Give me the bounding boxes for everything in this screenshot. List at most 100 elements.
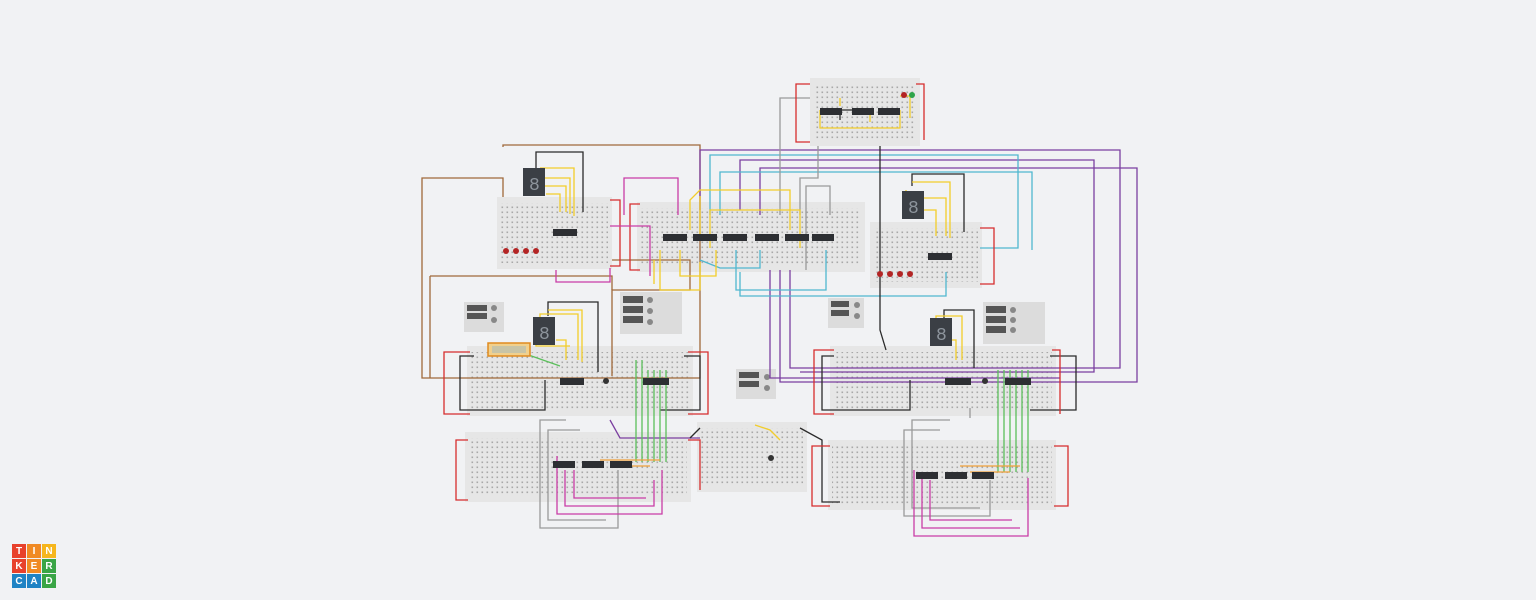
wire-red[interactable] [629, 203, 640, 271]
wire-black[interactable] [535, 151, 584, 212]
wire-black[interactable] [459, 355, 546, 411]
wire-black[interactable] [1030, 355, 1077, 411]
ic-chip[interactable] [755, 234, 779, 241]
ic-chip[interactable] [560, 378, 584, 385]
seven-segment-display-4[interactable]: 8 [930, 318, 952, 346]
wire-magenta[interactable] [564, 470, 655, 507]
led[interactable] [523, 248, 529, 254]
led[interactable] [907, 271, 913, 277]
wire-black[interactable] [879, 146, 887, 351]
wire-gray[interactable] [805, 185, 831, 270]
ic-chip[interactable] [785, 234, 809, 241]
wire-cyan[interactable] [719, 171, 1033, 250]
wire-black[interactable] [799, 427, 840, 503]
wire-red[interactable] [455, 439, 468, 501]
ic-chip[interactable] [820, 108, 842, 115]
wire-red[interactable] [610, 199, 621, 267]
wire-black[interactable] [821, 355, 911, 411]
function-generator-4[interactable] [736, 369, 776, 399]
ic-chip[interactable] [553, 229, 577, 236]
wire-red[interactable] [795, 83, 810, 143]
ic-chip[interactable] [1005, 378, 1031, 385]
wire-cyan[interactable] [735, 250, 827, 291]
led[interactable] [887, 271, 893, 277]
wire-magenta[interactable] [921, 478, 1020, 529]
wire-magenta[interactable] [929, 480, 1012, 521]
wire-black[interactable] [911, 173, 965, 232]
function-generator-3[interactable] [828, 298, 864, 328]
wire-red[interactable] [688, 439, 701, 490]
wire-red[interactable] [811, 445, 830, 507]
ic-chip[interactable] [972, 472, 994, 479]
wire-gray[interactable] [547, 429, 606, 521]
led[interactable] [897, 271, 903, 277]
function-generator-5[interactable] [983, 302, 1045, 344]
pushbutton[interactable] [982, 378, 988, 384]
wire-purple[interactable] [609, 419, 700, 439]
wire-magenta[interactable] [555, 268, 611, 283]
wire-yellow[interactable] [679, 189, 801, 277]
wire-green[interactable] [635, 360, 667, 462]
pushbutton[interactable] [768, 455, 774, 461]
wire-yellow[interactable] [819, 95, 911, 129]
ic-chip[interactable] [945, 378, 971, 385]
ic-chip[interactable] [723, 234, 747, 241]
breadboard-bottom-center[interactable] [697, 422, 807, 492]
breadboard-bottom-left[interactable] [465, 432, 691, 502]
ic-chip[interactable] [945, 472, 967, 479]
wire-cyan[interactable] [699, 250, 761, 269]
seven-segment-display-2[interactable]: 8 [533, 317, 555, 345]
wire-brown[interactable] [429, 275, 613, 378]
ic-chip[interactable] [916, 472, 938, 479]
wire-brown[interactable] [421, 144, 701, 379]
wire-red[interactable] [1052, 349, 1061, 414]
wire-magenta[interactable] [556, 456, 663, 515]
wire-gray[interactable] [779, 97, 810, 215]
wire-cyan[interactable] [739, 272, 947, 297]
wire-yellow[interactable] [653, 250, 701, 291]
ic-chip[interactable] [812, 234, 834, 241]
breadboard-bottom-right[interactable] [828, 440, 1056, 510]
ic-chip[interactable] [693, 234, 717, 241]
wire-magenta[interactable] [913, 470, 1029, 537]
breadboard-upper-left[interactable] [497, 197, 612, 269]
ic-chip[interactable] [928, 253, 952, 260]
wire-gray[interactable] [911, 419, 980, 509]
ic-chip[interactable] [643, 378, 669, 385]
led[interactable] [877, 271, 883, 277]
ic-chip[interactable] [852, 108, 874, 115]
wire-magenta[interactable] [610, 225, 651, 276]
wire-purple[interactable] [759, 167, 1138, 383]
ic-chip[interactable] [553, 461, 575, 468]
wire-red[interactable] [688, 351, 709, 415]
wire-black[interactable] [660, 355, 701, 411]
ic-chip[interactable] [582, 461, 604, 468]
led[interactable] [533, 248, 539, 254]
wire-gray[interactable] [903, 429, 991, 517]
wire-red[interactable] [1054, 445, 1069, 507]
wire-gray[interactable] [539, 419, 619, 529]
function-generator-2[interactable] [620, 292, 682, 334]
wire-magenta[interactable] [623, 177, 679, 215]
wire-red[interactable] [980, 227, 995, 285]
wire-yellow[interactable] [535, 309, 583, 362]
wire-yellow[interactable] [754, 424, 781, 441]
ic-chip[interactable] [663, 234, 687, 241]
breadboard-upper-right[interactable] [870, 222, 982, 288]
wire-green[interactable] [997, 370, 1029, 472]
led[interactable] [901, 92, 907, 98]
wire-black[interactable] [689, 427, 701, 439]
ic-chip[interactable] [878, 108, 900, 115]
wire-red[interactable] [813, 349, 834, 415]
seven-segment-display-3[interactable]: 8 [902, 191, 924, 219]
wire-purple[interactable] [739, 159, 1095, 373]
pushbutton[interactable] [603, 378, 609, 384]
wire-cyan[interactable] [709, 154, 1019, 249]
function-generator-1[interactable] [464, 302, 504, 332]
ic-chip[interactable] [610, 461, 632, 468]
wire-red[interactable] [443, 351, 470, 415]
wire-black[interactable] [547, 301, 599, 372]
led[interactable] [513, 248, 519, 254]
wire-yellow[interactable] [527, 167, 575, 216]
